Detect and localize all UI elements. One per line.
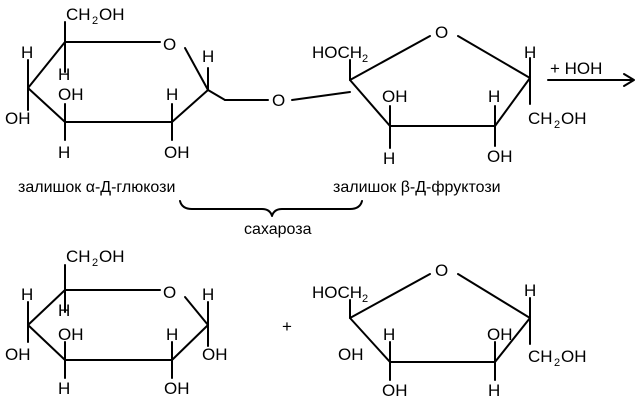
fructose-bottom-c5-h: H <box>524 281 536 300</box>
svg-text:CH: CH <box>528 347 553 366</box>
svg-text:2: 2 <box>554 357 560 369</box>
fructose-bottom-ch2oh-label: CH 2 OH <box>528 347 587 369</box>
glucose-bottom-c1-h: H <box>202 285 214 304</box>
fructose-bottom-hoch2-label: HOCH 2 <box>312 283 368 305</box>
glucose-c1-h: H <box>202 47 214 66</box>
fructose-c3-oh: OH <box>382 87 408 106</box>
fructose-bottom-c4-h: H <box>488 381 500 400</box>
fructose-ring-top <box>349 35 531 149</box>
svg-text:2: 2 <box>92 257 98 269</box>
svg-text:HOCH: HOCH <box>312 43 362 62</box>
glucose-residue-caption: залишок α-Д-глюкози <box>18 179 175 196</box>
fructose-hoch2-label: HOCH 2 <box>312 43 368 65</box>
glucose-c2-oh: OH <box>164 143 190 162</box>
glucose-bottom-c3-oh: OH <box>58 325 84 344</box>
glucose-c4-h-left: H <box>21 43 33 62</box>
fructose-bottom-c1-oh: OH <box>338 345 364 364</box>
svg-text:CH: CH <box>66 5 91 24</box>
glucose-c3-oh: OH <box>58 85 84 104</box>
glucose-bottom-c2-h: H <box>166 325 178 344</box>
glucose-c3-h: H <box>58 143 70 162</box>
fructose-c3-h: H <box>383 149 395 168</box>
svg-text:OH: OH <box>561 347 587 366</box>
fructose-ring-oxygen: O <box>435 23 448 42</box>
fructose-bottom-c3-oh: OH <box>382 381 408 400</box>
glucose-bottom-c4-oh: OH <box>5 345 31 364</box>
reaction-arrow <box>547 73 635 87</box>
svg-text:HOCH: HOCH <box>312 283 362 302</box>
plus-sign: + <box>282 317 292 336</box>
glucose-bottom-c4-h-left: H <box>21 285 33 304</box>
glucose-bottom-ring-oxygen: O <box>163 283 176 302</box>
sucrose-brace <box>179 200 363 217</box>
fructose-bottom-ring-oxygen: O <box>435 261 448 280</box>
glucose-bottom-c1-oh: OH <box>202 345 228 364</box>
glucose-bottom-ch2oh-label: CH 2 OH <box>66 247 125 269</box>
fructose-residue-caption: залишок β-Д-фруктози <box>333 179 501 196</box>
glycosidic-oxygen: O <box>272 91 285 110</box>
glucose-bottom-c4-h-top: H <box>58 301 70 320</box>
glucose-c4-h-top: H <box>58 65 70 84</box>
svg-text:2: 2 <box>362 293 368 305</box>
svg-text:OH: OH <box>561 109 587 128</box>
fructose-ring-bottom <box>349 273 531 381</box>
svg-text:CH: CH <box>528 109 553 128</box>
glucose-c4-oh-left: OH <box>5 109 31 128</box>
svg-text:OH: OH <box>99 5 125 24</box>
glucose-ring-oxygen: O <box>163 35 176 54</box>
svg-text:2: 2 <box>554 119 560 131</box>
svg-text:2: 2 <box>92 15 98 27</box>
fructose-bottom-c4-oh: OH <box>487 325 513 344</box>
glucose-ring-bottom <box>27 264 209 379</box>
glucose-ring-top <box>27 21 209 141</box>
reagent-label: + НОН <box>550 59 602 78</box>
svg-text:2: 2 <box>362 53 368 65</box>
svg-text:OH: OH <box>99 247 125 266</box>
glycosidic-bond <box>207 89 351 101</box>
fructose-c5-h: H <box>524 43 536 62</box>
glucose-bottom-c2-oh: OH <box>164 379 190 398</box>
svg-text:CH: CH <box>66 247 91 266</box>
glucose-ch2oh-label: CH 2 OH <box>66 5 125 27</box>
fructose-c4-oh: OH <box>487 147 513 166</box>
fructose-c4-h: H <box>488 87 500 106</box>
fructose-ch2oh-label: CH 2 OH <box>528 109 587 131</box>
fructose-bottom-c3-h: H <box>383 325 395 344</box>
glucose-c2-h: H <box>166 85 178 104</box>
sucrose-caption: сахароза <box>244 221 312 238</box>
glucose-bottom-c3-h: H <box>58 379 70 398</box>
